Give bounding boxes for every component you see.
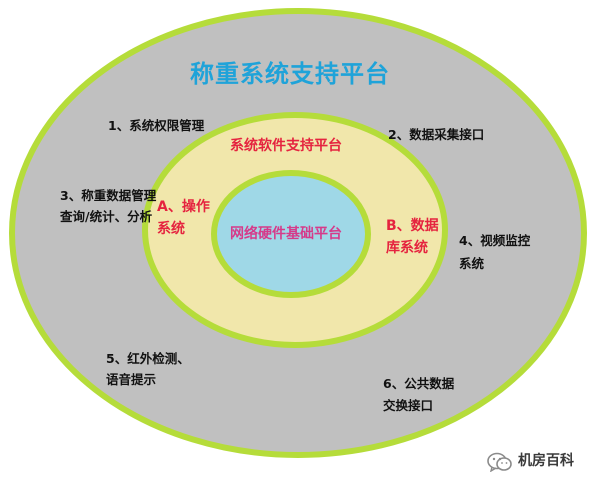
inner-title: 网络硬件基础平台	[230, 226, 342, 242]
outer-item-4: 4、视频监控 系统	[459, 229, 530, 275]
outer-item-3-line2: 查询/统计、分析	[60, 208, 153, 224]
outer-item-6: 6、公共数据 交换接口	[383, 373, 454, 417]
outer-item-1: 1、系统权限管理	[108, 118, 204, 135]
middle-item-a-line2: 系统	[157, 220, 185, 237]
middle-item-b: B、数据 库系统	[386, 216, 439, 259]
middle-item-a-line1: A、操作	[157, 199, 210, 215]
middle-item-b-line2: 库系统	[386, 239, 428, 256]
middle-item-a: A、操作 系统	[157, 197, 210, 240]
inner-circle	[211, 170, 371, 298]
outer-item-4-line2: 系统	[459, 256, 485, 272]
outer-item-4-line1: 4、视频监控	[459, 233, 531, 248]
watermark-text: 机房百科	[518, 453, 574, 469]
wechat-icon	[487, 452, 512, 472]
outer-item-1-line1: 1、系统权限管理	[108, 118, 205, 133]
outer-title: 称重系统支持平台	[190, 60, 390, 88]
outer-item-3-line1: 3、称重数据管理	[60, 188, 157, 203]
outer-item-3: 3、称重数据管理 查询/统计、分析	[60, 186, 156, 227]
outer-item-6-line1: 6、公共数据	[383, 376, 455, 391]
outer-item-2: 2、数据采集接口	[388, 127, 484, 144]
outer-item-6-line2: 交换接口	[383, 397, 434, 413]
middle-title: 系统软件支持平台	[230, 138, 342, 154]
outer-item-5-line1: 5、红外检测、	[106, 351, 190, 366]
middle-item-b-line1: B、数据	[386, 218, 439, 234]
outer-item-5-line2: 语音提示	[106, 372, 157, 388]
outer-item-2-line1: 2、数据采集接口	[388, 127, 485, 142]
outer-item-5: 5、红外检测、 语音提示	[106, 348, 190, 391]
